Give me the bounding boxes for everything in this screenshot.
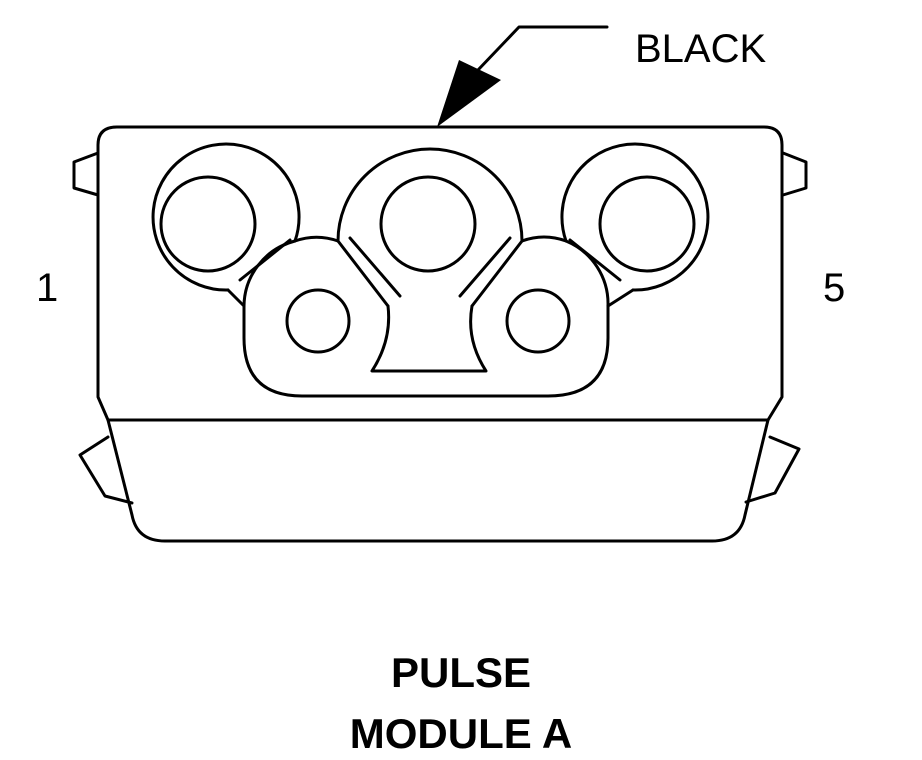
terminal-cavity-outline	[151, 142, 710, 398]
black-callout-leader	[437, 25, 609, 127]
pin-5-label: 5	[823, 266, 845, 310]
large-terminal-hole-left	[159, 175, 257, 273]
large-terminal-hole-right	[598, 175, 696, 273]
black-color-label: BLACK	[635, 27, 766, 71]
small-terminal-hole-right	[505, 288, 571, 354]
caption-line-2: MODULE A	[349, 710, 573, 757]
large-terminal-hole-center	[379, 175, 477, 273]
side-latches	[72, 151, 808, 505]
connector-housing	[96, 125, 784, 543]
pin-1-label: 1	[36, 266, 58, 310]
terminal-holes	[159, 175, 696, 354]
small-terminal-hole-left	[285, 288, 351, 354]
caption-line-1: PULSE	[390, 649, 532, 696]
